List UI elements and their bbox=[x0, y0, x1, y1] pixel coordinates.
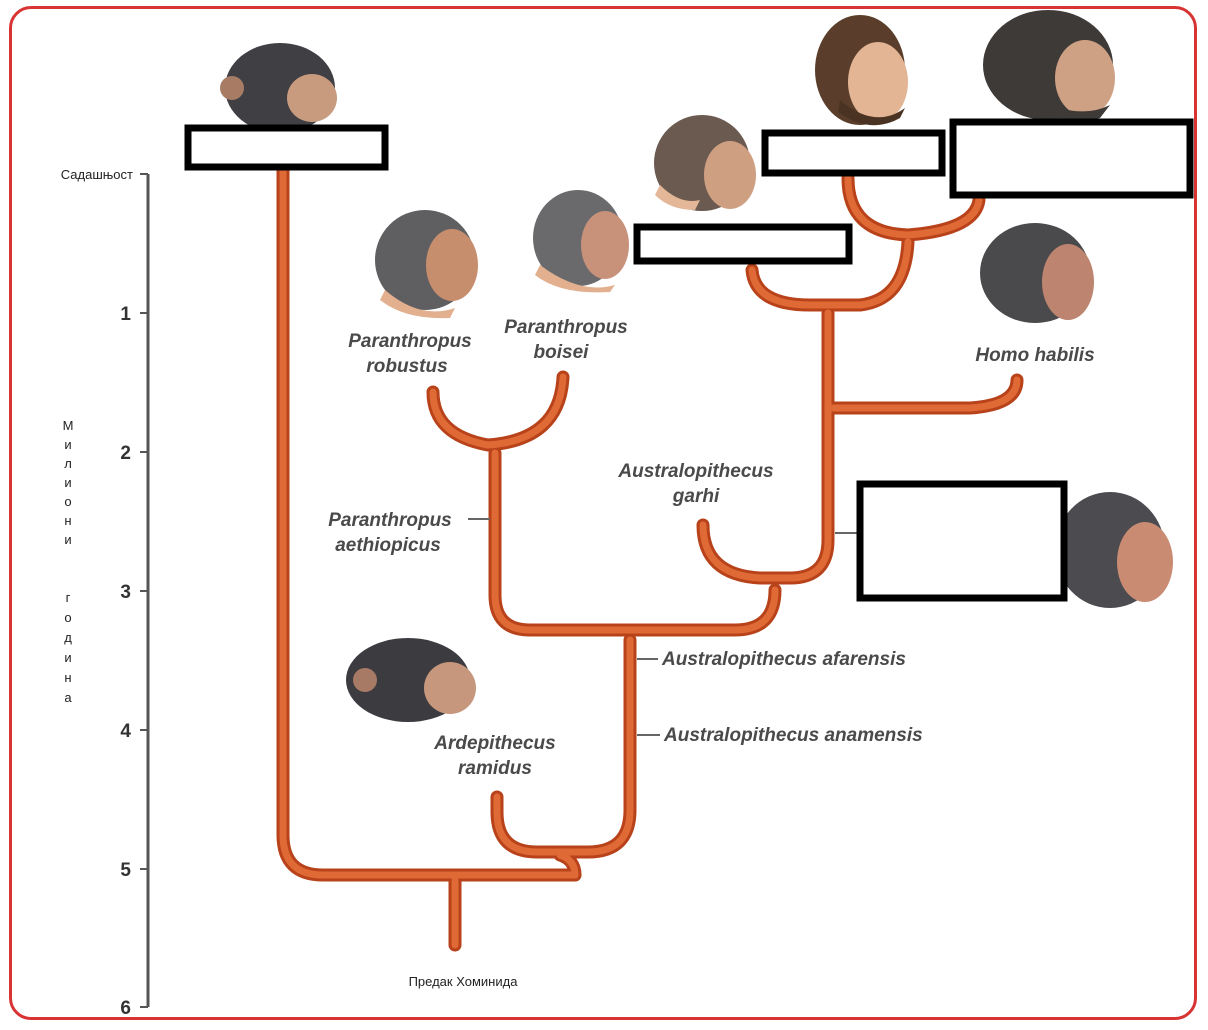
paranthropus-robustus-head-icon bbox=[375, 210, 478, 319]
svg-text:а: а bbox=[64, 690, 72, 705]
svg-text:г: г bbox=[66, 590, 71, 605]
answer-box[interactable] bbox=[633, 223, 853, 265]
answer-box[interactable] bbox=[761, 129, 946, 177]
species-label: boisei bbox=[534, 342, 590, 363]
species-labels: Paranthropus robustus Paranthropus boise… bbox=[328, 317, 1094, 989]
svg-text:и: и bbox=[64, 475, 71, 490]
species-label: Paranthropus bbox=[348, 331, 472, 352]
axis-tick-label: 4 bbox=[120, 721, 131, 742]
svg-text:М: М bbox=[63, 418, 74, 433]
neanderthal-head-icon bbox=[983, 10, 1115, 121]
time-axis: Садашњост 1 2 3 4 5 6 bbox=[61, 167, 150, 1019]
svg-text:л: л bbox=[64, 456, 72, 471]
species-label: robustus bbox=[366, 356, 447, 377]
species-label: garhi bbox=[672, 486, 720, 507]
species-label: Australopithecus bbox=[617, 461, 773, 482]
diagram-frame bbox=[9, 6, 1197, 1020]
species-label: Paranthropus bbox=[328, 510, 452, 531]
ancestor-label: Предак Хоминида bbox=[409, 974, 519, 989]
species-label: Homo habilis bbox=[975, 345, 1094, 366]
svg-text:д: д bbox=[64, 630, 72, 645]
species-label: Paranthropus bbox=[504, 317, 628, 338]
axis-vertical-label: М и л и о н и г о д и н а bbox=[63, 418, 74, 705]
answer-box[interactable] bbox=[856, 480, 1068, 602]
axis-tick-label: 1 bbox=[120, 304, 131, 325]
svg-text:н: н bbox=[64, 513, 71, 528]
answer-boxes bbox=[184, 118, 1194, 602]
svg-text:и: и bbox=[64, 650, 71, 665]
answer-box[interactable] bbox=[184, 124, 389, 171]
species-label: Ardepithecus bbox=[433, 733, 555, 754]
svg-text:н: н bbox=[64, 670, 71, 685]
homo-sapiens-head-icon bbox=[815, 15, 908, 126]
svg-text:и: и bbox=[64, 532, 71, 547]
svg-text:и: и bbox=[64, 437, 71, 452]
species-label: Australopithecus afarensis bbox=[661, 649, 906, 670]
answer-box[interactable] bbox=[949, 118, 1194, 199]
homo-habilis-head-icon bbox=[980, 223, 1094, 323]
species-label: Australopithecus anamensis bbox=[663, 725, 923, 746]
axis-present-label: Садашњост bbox=[61, 167, 133, 182]
head-illustrations bbox=[220, 10, 1173, 722]
australopithecus-africanus-head-icon bbox=[1055, 492, 1173, 608]
phylogeny-branches bbox=[276, 153, 1024, 952]
axis-tick-label: 3 bbox=[120, 582, 131, 603]
axis-tick-label: 6 bbox=[120, 998, 131, 1019]
svg-text:о: о bbox=[64, 610, 71, 625]
svg-text:о: о bbox=[64, 494, 71, 509]
species-label: aethiopicus bbox=[335, 535, 441, 556]
axis-tick-label: 2 bbox=[120, 443, 131, 464]
paranthropus-boisei-head-icon bbox=[533, 190, 629, 293]
ardipithecus-head-icon bbox=[346, 638, 476, 722]
chimpanzee-head-icon bbox=[220, 43, 337, 133]
homo-erectus-head-icon bbox=[654, 115, 756, 211]
axis-tick-label: 5 bbox=[120, 860, 131, 881]
species-label: ramidus bbox=[458, 758, 532, 779]
